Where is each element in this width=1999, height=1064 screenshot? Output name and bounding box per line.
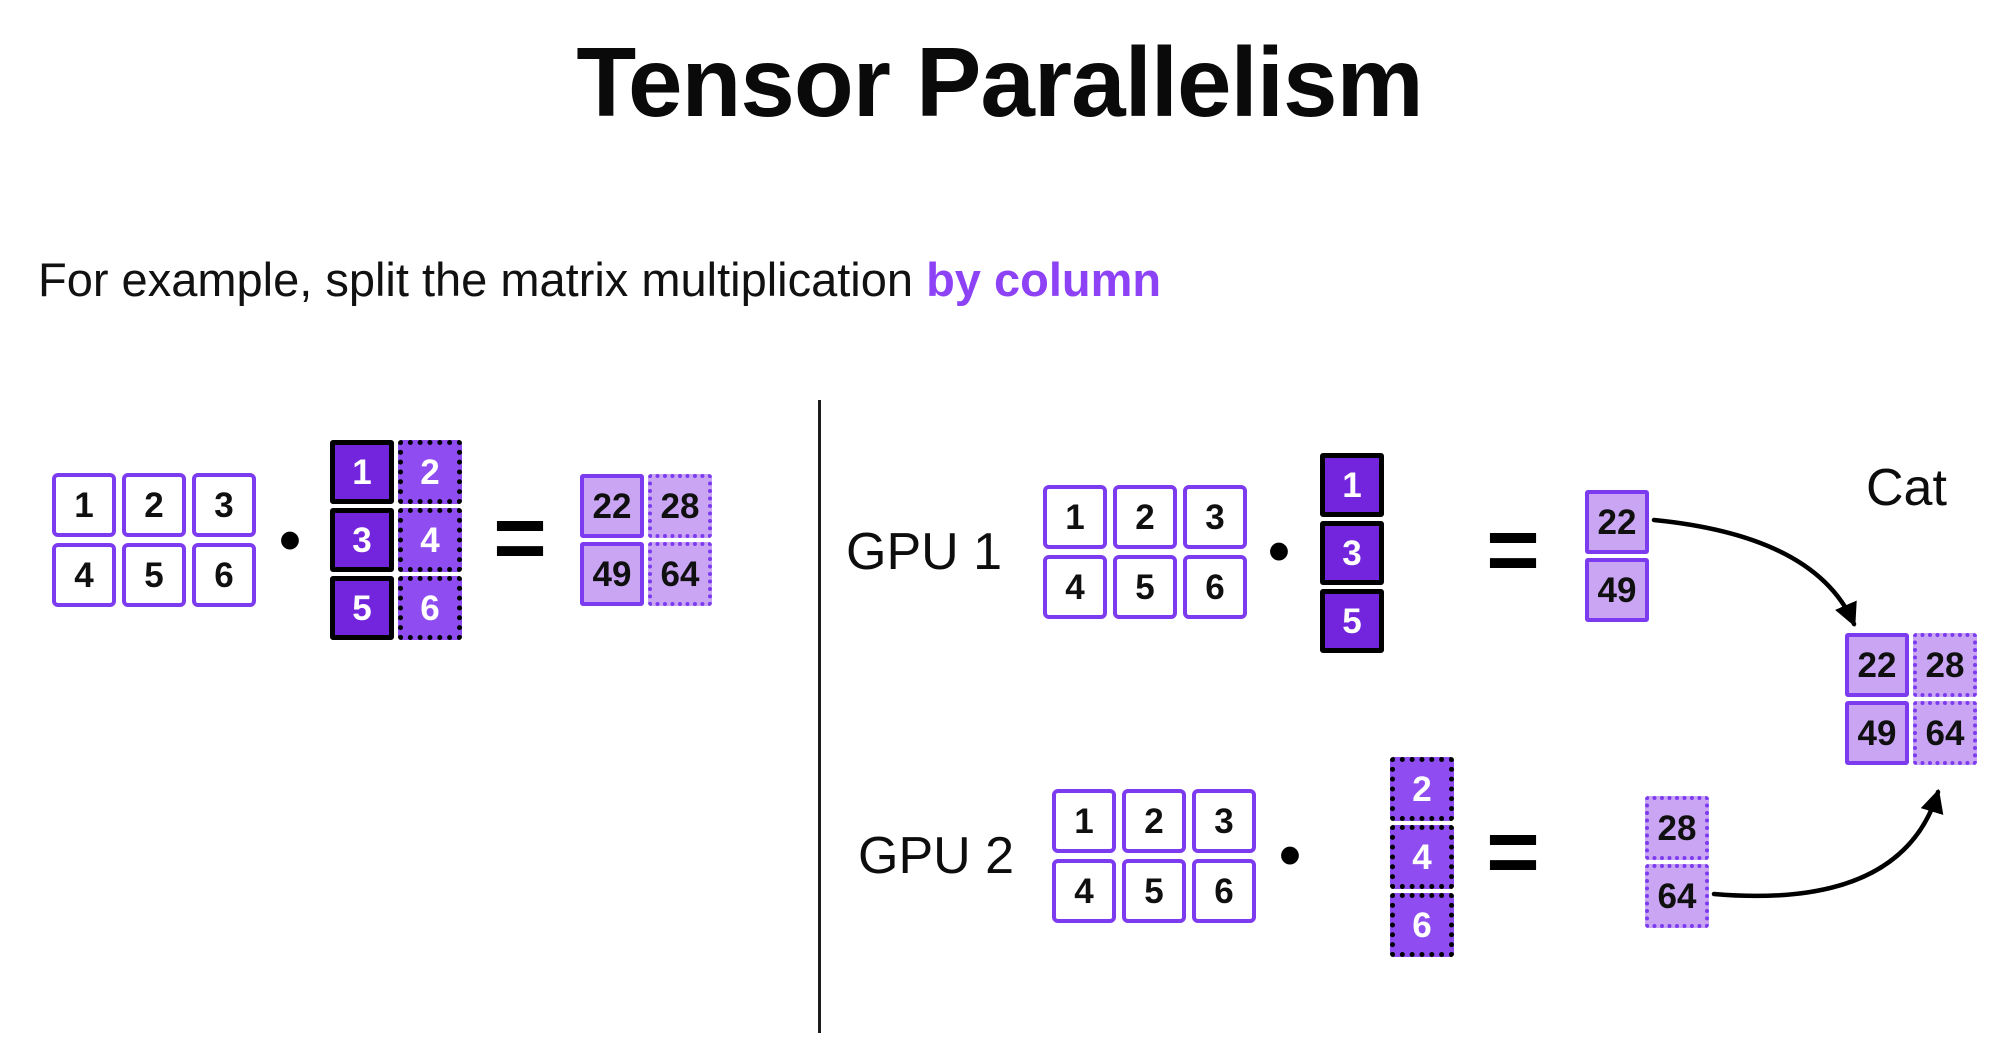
matrix-cell: 3 — [1183, 485, 1247, 549]
overview-result-matrix: 22 28 49 64 — [580, 474, 712, 606]
gpu1-result-column: 22 49 — [1585, 490, 1649, 622]
concat-result-matrix: 22 28 49 64 — [1845, 633, 1977, 765]
matrix-cell: 64 — [1913, 701, 1977, 765]
matrix-cell: 5 — [1320, 589, 1384, 653]
section-divider — [818, 400, 821, 1033]
equals-operator: = — [493, 487, 547, 589]
gpu2-result-column: 28 64 — [1645, 796, 1709, 928]
matrix-cell: 5 — [1122, 859, 1186, 923]
matrix-cell: 5 — [1113, 555, 1177, 619]
matrix-cell: 4 — [52, 543, 116, 607]
dot-operator: • — [279, 506, 301, 575]
gpu2-weights-column: 2 4 6 — [1390, 757, 1454, 957]
matrix-cell: 2 — [122, 473, 186, 537]
subtitle: For example, split the matrix multiplica… — [38, 252, 1161, 307]
matrix-cell: 1 — [330, 440, 394, 504]
cat-label: Cat — [1866, 459, 1947, 517]
subtitle-highlight: by column — [926, 253, 1162, 306]
matrix-cell: 2 — [1122, 789, 1186, 853]
overview-matrix-a: 1 2 3 4 5 6 — [52, 473, 256, 607]
matrix-cell: 5 — [122, 543, 186, 607]
matrix-cell: 6 — [1183, 555, 1247, 619]
gpu2-result-arrow — [1711, 788, 1944, 899]
matrix-cell: 28 — [648, 474, 712, 538]
matrix-cell: 3 — [1192, 789, 1256, 853]
matrix-cell: 3 — [330, 508, 394, 572]
matrix-cell: 4 — [1043, 555, 1107, 619]
matrix-cell: 1 — [1320, 453, 1384, 517]
matrix-cell: 4 — [398, 508, 462, 572]
matrix-cell: 2 — [1390, 757, 1454, 821]
gpu1-label: GPU 1 — [846, 523, 1003, 581]
matrix-cell: 49 — [1845, 701, 1909, 765]
gpu2-dot-operator: • — [1279, 821, 1301, 890]
matrix-cell: 6 — [1192, 859, 1256, 923]
matrix-cell: 49 — [1585, 558, 1649, 622]
matrix-cell: 6 — [192, 543, 256, 607]
subtitle-text: For example, split the matrix multiplica… — [38, 253, 914, 306]
gpu1-equals-operator: = — [1486, 499, 1540, 601]
matrix-cell: 4 — [1052, 859, 1116, 923]
matrix-cell: 64 — [1645, 864, 1709, 928]
matrix-cell: 6 — [1390, 893, 1454, 957]
matrix-cell: 49 — [580, 542, 644, 606]
gpu1-result-arrow — [1651, 517, 1857, 627]
matrix-cell: 6 — [398, 576, 462, 640]
matrix-cell: 64 — [648, 542, 712, 606]
matrix-cell: 28 — [1913, 633, 1977, 697]
matrix-cell: 22 — [580, 474, 644, 538]
overview-matrix-b: 1 2 3 4 5 6 — [330, 440, 462, 640]
gpu1-dot-operator: • — [1268, 517, 1290, 586]
matrix-cell: 4 — [1390, 825, 1454, 889]
gpu1-matrix-a: 1 2 3 4 5 6 — [1043, 485, 1247, 619]
page-title: Tensor Parallelism — [576, 27, 1423, 137]
matrix-cell: 3 — [1320, 521, 1384, 585]
matrix-cell: 1 — [52, 473, 116, 537]
matrix-cell: 2 — [398, 440, 462, 504]
matrix-cell: 3 — [192, 473, 256, 537]
matrix-cell: 5 — [330, 576, 394, 640]
matrix-cell: 28 — [1645, 796, 1709, 860]
matrix-cell: 1 — [1043, 485, 1107, 549]
gpu2-matrix-a: 1 2 3 4 5 6 — [1052, 789, 1256, 923]
matrix-cell: 2 — [1113, 485, 1177, 549]
matrix-cell: 1 — [1052, 789, 1116, 853]
gpu2-label: GPU 2 — [858, 827, 1015, 885]
matrix-cell: 22 — [1845, 633, 1909, 697]
gpu1-weights-column: 1 3 5 — [1320, 453, 1384, 653]
gpu2-equals-operator: = — [1486, 801, 1540, 903]
matrix-cell: 22 — [1585, 490, 1649, 554]
